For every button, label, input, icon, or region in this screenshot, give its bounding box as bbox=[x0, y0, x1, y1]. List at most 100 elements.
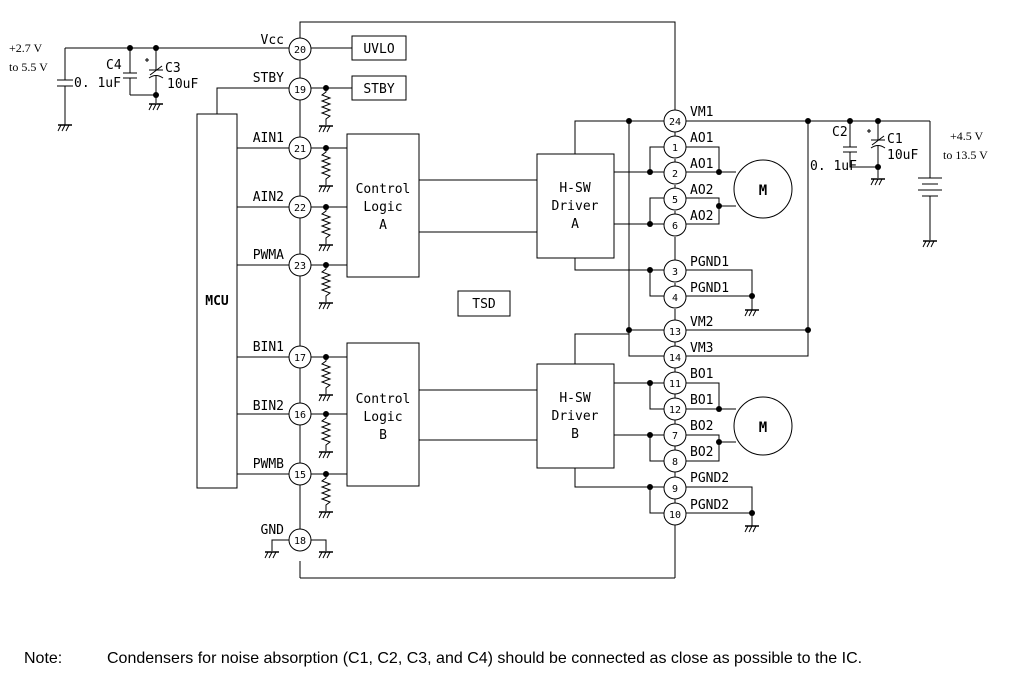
svg-text:AO1: AO1 bbox=[690, 131, 713, 146]
svg-text:VM2: VM2 bbox=[690, 315, 713, 330]
svg-text:PWMA: PWMA bbox=[253, 248, 284, 263]
left-voltage-bottom: to 5.5 V bbox=[9, 60, 48, 74]
note-label: Note: bbox=[24, 650, 63, 667]
svg-text:2: 2 bbox=[672, 169, 678, 180]
left-supply bbox=[57, 47, 289, 125]
pin-bo1-12: 12 BO1 bbox=[663, 393, 713, 421]
stby-box bbox=[351, 75, 407, 101]
svg-text:11: 11 bbox=[669, 379, 681, 390]
svg-text:AO2: AO2 bbox=[690, 209, 713, 224]
pin-ain2: 22 AIN2 bbox=[253, 190, 312, 219]
logic-b-line1: Control bbox=[356, 392, 411, 407]
motor-b bbox=[733, 396, 793, 456]
svg-text:3: 3 bbox=[672, 267, 678, 278]
svg-text:PWMB: PWMB bbox=[253, 457, 284, 472]
uvlo-label: UVLO bbox=[363, 42, 394, 57]
logic-b-line3: B bbox=[379, 428, 387, 443]
ground-icon bbox=[318, 551, 334, 559]
svg-text:VM3: VM3 bbox=[690, 341, 713, 356]
svg-text:GND: GND bbox=[261, 523, 285, 538]
ground-icon bbox=[922, 240, 938, 248]
mcu-label: MCU bbox=[205, 294, 229, 309]
pin-ao2-6: 6 AO2 bbox=[663, 209, 713, 237]
ground-icon bbox=[318, 451, 334, 459]
pin-bo1-11: 11 BO1 bbox=[663, 367, 713, 395]
svg-text:22: 22 bbox=[294, 203, 306, 214]
svg-text:AO2: AO2 bbox=[690, 183, 713, 198]
logic-b-line2: Logic bbox=[363, 410, 402, 425]
pin-bo2-7: 7 BO2 bbox=[663, 419, 713, 447]
svg-text:AIN2: AIN2 bbox=[253, 190, 284, 205]
svg-text:PGND1: PGND1 bbox=[690, 255, 729, 270]
uvlo-box bbox=[351, 35, 407, 61]
ground-icon bbox=[318, 185, 334, 193]
svg-text:9: 9 bbox=[672, 484, 678, 495]
right-pins: 24 VM1 1 AO1 2 AO1 5 AO2 6 AO2 3 PGND1 bbox=[663, 105, 729, 526]
ground-icon bbox=[318, 244, 334, 252]
svg-text:8: 8 bbox=[672, 457, 678, 468]
mcu-box bbox=[196, 113, 238, 489]
ground-icon bbox=[318, 302, 334, 310]
svg-text:PGND2: PGND2 bbox=[690, 471, 729, 486]
pin-vm3: 14 VM3 bbox=[663, 341, 713, 369]
right-supply bbox=[808, 120, 942, 240]
svg-text:BIN2: BIN2 bbox=[253, 399, 284, 414]
driver-b-line1: H-SW bbox=[559, 391, 590, 406]
driver-a-line2: Driver bbox=[552, 199, 599, 214]
motor-a-label: M bbox=[759, 183, 767, 199]
left-voltage-top: +2.7 V bbox=[9, 41, 43, 55]
c3-value: 10uF bbox=[167, 77, 198, 92]
svg-text:13: 13 bbox=[669, 327, 681, 338]
junction-dot bbox=[153, 45, 159, 51]
svg-text:PGND1: PGND1 bbox=[690, 281, 729, 296]
c4-value: 0. 1uF bbox=[74, 76, 121, 91]
pin-ao1-2: 2 AO1 bbox=[663, 157, 713, 185]
ground-icon bbox=[318, 511, 334, 519]
pin-vm1: 24 VM1 bbox=[663, 105, 713, 133]
wiring-b bbox=[574, 333, 753, 514]
ground-icon bbox=[318, 394, 334, 402]
note: Note: Condensers for noise absorption (C… bbox=[0, 650, 1009, 674]
h-sw-driver-b bbox=[536, 363, 615, 469]
driver-a-line3: A bbox=[571, 217, 579, 232]
svg-text:BO2: BO2 bbox=[690, 419, 713, 434]
tsd-label: TSD bbox=[472, 297, 496, 312]
svg-text:1: 1 bbox=[672, 143, 678, 154]
svg-text:23: 23 bbox=[294, 261, 306, 272]
pin-vcc: 20 Vcc bbox=[261, 33, 312, 61]
svg-text:BIN1: BIN1 bbox=[253, 340, 284, 355]
tsd-box bbox=[457, 290, 511, 317]
svg-text:BO1: BO1 bbox=[690, 367, 713, 382]
control-logic-b bbox=[346, 342, 420, 487]
svg-text:4: 4 bbox=[672, 293, 678, 304]
driver-a-line1: H-SW bbox=[559, 181, 590, 196]
pin-ao2-5: 5 AO2 bbox=[663, 183, 713, 211]
pull-down-resistors bbox=[311, 87, 332, 511]
pin-pwmb: 15 PWMB bbox=[253, 457, 312, 486]
c2-value: 0. 1uF bbox=[810, 159, 857, 174]
svg-text:17: 17 bbox=[294, 353, 306, 364]
svg-text:PGND2: PGND2 bbox=[690, 498, 729, 513]
svg-text:5: 5 bbox=[672, 195, 678, 206]
ground-icon bbox=[744, 525, 760, 533]
c1-value: 10uF bbox=[887, 148, 918, 163]
svg-text:BO2: BO2 bbox=[690, 445, 713, 460]
motor-a bbox=[733, 159, 793, 219]
right-voltage-top: +4.5 V bbox=[950, 129, 984, 143]
driver-b-line2: Driver bbox=[552, 409, 599, 424]
pin-pgnd1-3: 3 PGND1 bbox=[663, 255, 729, 283]
ground-icon bbox=[57, 124, 73, 132]
pin-pwma: 23 PWMA bbox=[253, 248, 312, 277]
svg-text:14: 14 bbox=[669, 353, 681, 364]
svg-text:20: 20 bbox=[294, 45, 306, 56]
ground-icon bbox=[744, 309, 760, 317]
stby-box-label: STBY bbox=[363, 82, 394, 97]
svg-text:6: 6 bbox=[672, 221, 678, 232]
ground-icon bbox=[318, 125, 334, 133]
pin-gnd: 18 GND bbox=[261, 523, 312, 552]
logic-a-line3: A bbox=[379, 218, 387, 233]
svg-text:7: 7 bbox=[672, 431, 678, 442]
pin-vm2: 13 VM2 bbox=[663, 315, 713, 343]
ground-icon bbox=[264, 551, 280, 559]
note-text: Condensers for noise absorption (C1, C2,… bbox=[107, 650, 863, 667]
